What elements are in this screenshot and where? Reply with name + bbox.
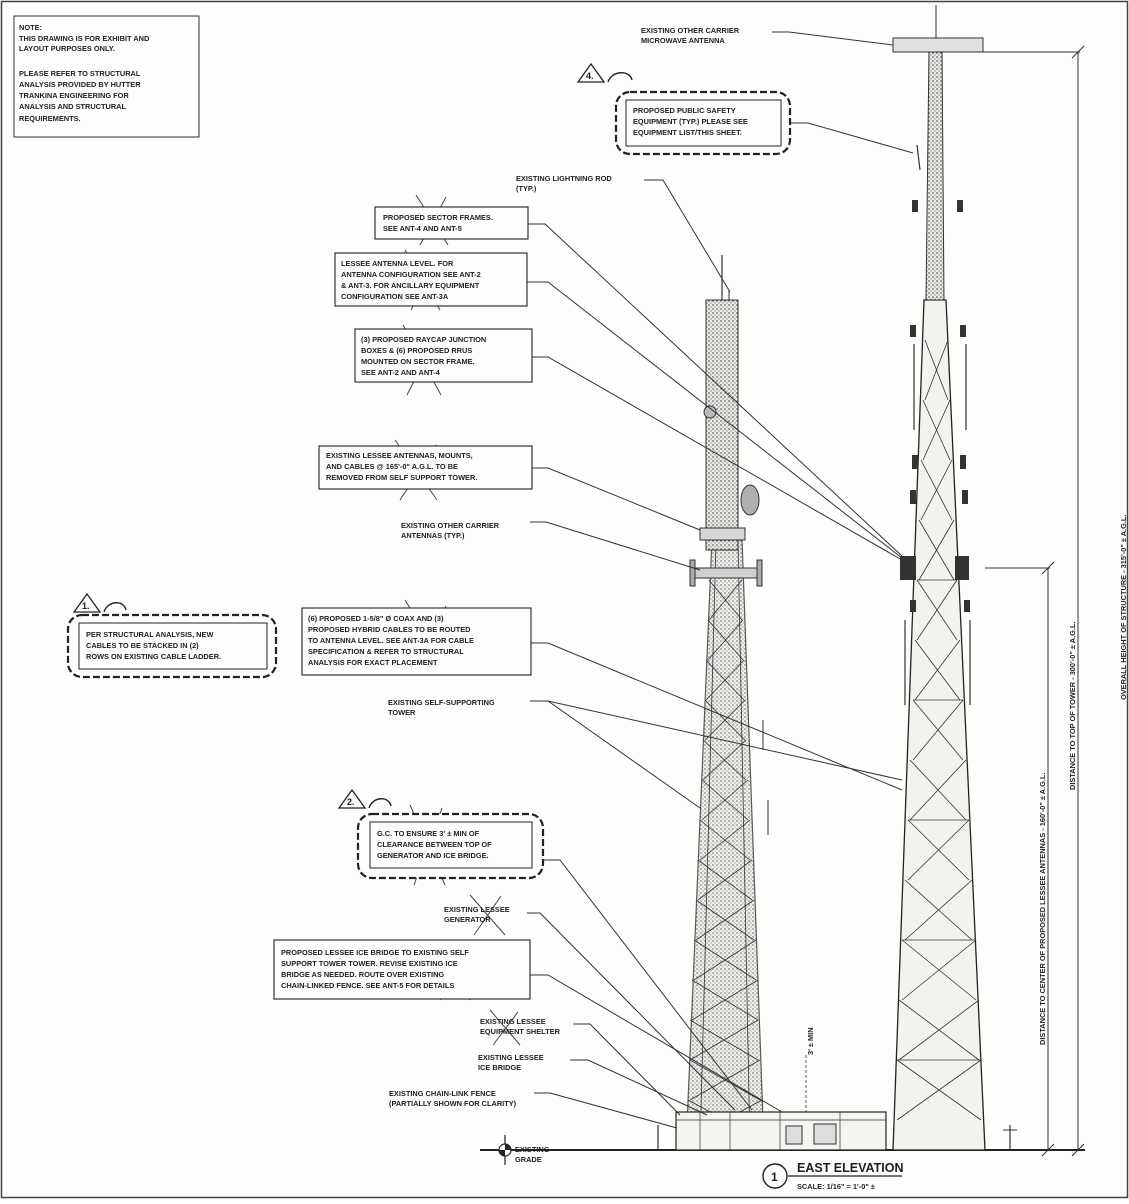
dish-antenna (703, 405, 717, 419)
svg-text:(6) PROPOSED 1-5/8" Ø COAX AND: (6) PROPOSED 1-5/8" Ø COAX AND (3) (308, 614, 444, 623)
svg-text:TO ANTENNA LEVEL. SEE ANT-3A F: TO ANTENNA LEVEL. SEE ANT-3A FOR CABLE (308, 636, 474, 645)
view-scale: SCALE: 1/16" = 1'-0" ± (797, 1182, 875, 1191)
svg-text:PER STRUCTURAL ANALYSIS, NEW: PER STRUCTURAL ANALYSIS, NEW (86, 630, 213, 639)
callout-antenna-level: LESSEE ANTENNA LEVEL. FOR ANTENNA CONFIG… (334, 252, 528, 307)
revision-triangle-2: 2. (337, 788, 392, 809)
svg-text:SEE ANT-4 AND ANT-5: SEE ANT-4 AND ANT-5 (383, 224, 462, 233)
svg-text:ANALYSIS FOR EXACT PLACEMENT: ANALYSIS FOR EXACT PLACEMENT (308, 658, 438, 667)
note-line: LAYOUT PURPOSES ONLY. (19, 44, 115, 53)
note-title: NOTE: (19, 23, 42, 32)
svg-text:PROPOSED SECTOR FRAMES.: PROPOSED SECTOR FRAMES. (383, 213, 493, 222)
svg-text:PROPOSED PUBLIC SAFETY: PROPOSED PUBLIC SAFETY (633, 106, 736, 115)
svg-text:SPECIFICATION & REFER TO STRUC: SPECIFICATION & REFER TO STRUCTURAL (308, 647, 464, 656)
cloud-public-safety: PROPOSED PUBLIC SAFETY EQUIPMENT (TYP.) … (614, 90, 792, 156)
svg-text:MICROWAVE ANTENNA: MICROWAVE ANTENNA (641, 36, 725, 45)
svg-text:CLEARANCE BETWEEN TOP OF: CLEARANCE BETWEEN TOP OF (377, 840, 492, 849)
svg-text:SEE ANT-2 AND ANT-4: SEE ANT-2 AND ANT-4 (361, 368, 441, 377)
view-title: EAST ELEVATION (797, 1161, 904, 1175)
callout-coax: (6) PROPOSED 1-5/8" Ø COAX AND (3) PROPO… (301, 607, 532, 676)
dish-antenna (740, 484, 760, 516)
svg-text:PROPOSED HYBRID CABLES TO BE R: PROPOSED HYBRID CABLES TO BE ROUTED (308, 625, 471, 634)
dim-top-of-tower: DISTANCE TO TOP OF TOWER - 300'-0" ± A.G… (1068, 621, 1077, 790)
note-line: ANALYSIS AND STRUCTURAL (19, 102, 127, 111)
leader-lines (527, 31, 914, 1129)
svg-text:ICE BRIDGE: ICE BRIDGE (478, 1063, 521, 1072)
dim-center-antennas: DISTANCE TO CENTER OF PROPOSED LESSEE AN… (1038, 772, 1047, 1045)
svg-text:G.C. TO ENSURE 3' ± MIN OF: G.C. TO ENSURE 3' ± MIN OF (377, 829, 480, 838)
base-compound (657, 1055, 1017, 1151)
microwave-antenna (892, 37, 984, 53)
equipment-shelter (675, 1111, 887, 1151)
revision-triangle-1: 1. (72, 592, 127, 613)
svg-text:AND CABLES @ 165'-0" A.G.L. TO: AND CABLES @ 165'-0" A.G.L. TO BE (326, 462, 458, 471)
view-number-bubble (762, 1163, 788, 1189)
note-line: REQUIREMENTS. (19, 114, 81, 123)
svg-text:BOXES & (6) PROPOSED RRUS: BOXES & (6) PROPOSED RRUS (361, 346, 472, 355)
svg-text:& ANT-3. FOR ANCILLARY EQUIPME: & ANT-3. FOR ANCILLARY EQUIPMENT (341, 281, 480, 290)
revision-triangle-4: 4. (576, 62, 633, 83)
svg-text:(3) PROPOSED RAYCAP JUNCTION: (3) PROPOSED RAYCAP JUNCTION (361, 335, 486, 344)
antenna-mount (692, 567, 760, 579)
svg-text:TOWER: TOWER (388, 708, 416, 717)
svg-text:EXISTING LESSEE: EXISTING LESSEE (478, 1053, 544, 1062)
svg-text:2.: 2. (347, 797, 355, 807)
svg-text:EXISTING CHAIN-LINK FENCE: EXISTING CHAIN-LINK FENCE (389, 1089, 496, 1098)
svg-text:GENERATOR: GENERATOR (444, 915, 491, 924)
svg-text:EXISTING LESSEE: EXISTING LESSEE (444, 905, 510, 914)
svg-text:CABLES TO BE STACKED IN (2): CABLES TO BE STACKED IN (2) (86, 641, 199, 650)
title-block: 1 EAST ELEVATION SCALE: 1/16" = 1'-0" ± (762, 1161, 904, 1191)
svg-text:EXISTING OTHER CARRIER: EXISTING OTHER CARRIER (401, 521, 500, 530)
cloud-gc-note: G.C. TO ENSURE 3' ± MIN OF CLEARANCE BET… (356, 812, 545, 880)
grade-label: EXISTING (515, 1145, 550, 1154)
svg-text:(TYP.): (TYP.) (516, 184, 537, 193)
clearance-label: 3' ± MIN (806, 1027, 815, 1055)
svg-text:ROWS ON EXISTING CABLE LADDER.: ROWS ON EXISTING CABLE LADDER. (86, 652, 221, 661)
svg-text:CHAIN-LINKED FENCE. SEE ANT-5: CHAIN-LINKED FENCE. SEE ANT-5 FOR DETAIL… (281, 981, 454, 990)
dim-overall-height: OVERALL HEIGHT OF STRUCTURE - 315'-0" ± … (1119, 515, 1128, 700)
note-line: PLEASE REFER TO STRUCTURAL (19, 69, 141, 78)
svg-text:GENERATOR AND ICE BRIDGE.: GENERATOR AND ICE BRIDGE. (377, 851, 489, 860)
svg-text:BRIDGE AS NEEDED. ROUTE OVER E: BRIDGE AS NEEDED. ROUTE OVER EXISTING (281, 970, 444, 979)
callout-raycap: (3) PROPOSED RAYCAP JUNCTION BOXES & (6)… (354, 328, 533, 383)
svg-text:ANTENNAS (TYP.): ANTENNAS (TYP.) (401, 531, 465, 540)
note-line: ANALYSIS PROVIDED BY HUTTER (19, 80, 141, 89)
svg-text:LESSEE ANTENNA LEVEL. FOR: LESSEE ANTENNA LEVEL. FOR (341, 259, 454, 268)
svg-text:ANTENNA CONFIGURATION SEE ANT-: ANTENNA CONFIGURATION SEE ANT-2 (341, 270, 481, 279)
cloud-cable-note: PER STRUCTURAL ANALYSIS, NEW CABLES TO B… (66, 613, 278, 679)
svg-text:MOUNTED ON SECTOR FRAME.: MOUNTED ON SECTOR FRAME. (361, 357, 475, 366)
svg-text:EXISTING LESSEE ANTENNAS, MOUN: EXISTING LESSEE ANTENNAS, MOUNTS, (326, 451, 473, 460)
svg-text:EQUIPMENT LIST/THIS SHEET.: EQUIPMENT LIST/THIS SHEET. (633, 128, 742, 137)
note-line: THIS DRAWING IS FOR EXHIBIT AND (19, 34, 150, 43)
svg-text:4.: 4. (586, 71, 594, 81)
svg-text:EXISTING SELF-SUPPORTING: EXISTING SELF-SUPPORTING (388, 698, 495, 707)
svg-text:REMOVED FROM SELF SUPPORT TOWE: REMOVED FROM SELF SUPPORT TOWER. (326, 473, 477, 482)
callout-ice-bridge-proposed: PROPOSED LESSEE ICE BRIDGE TO EXISTING S… (273, 939, 531, 1000)
svg-text:CONFIGURATION SEE ANT-3A: CONFIGURATION SEE ANT-3A (341, 292, 449, 301)
note-line: TRANKINA ENGINEERING FOR (19, 91, 129, 100)
callout-existing-antennas: EXISTING LESSEE ANTENNAS, MOUNTS, AND CA… (318, 445, 533, 490)
view-number: 1 (771, 1170, 778, 1184)
dimension-lines (980, 45, 1085, 1157)
note-box: NOTE: THIS DRAWING IS FOR EXHIBIT AND LA… (13, 15, 200, 138)
svg-text:PROPOSED LESSEE ICE BRIDGE TO: PROPOSED LESSEE ICE BRIDGE TO EXISTING S… (281, 948, 469, 957)
grade-label: GRADE (515, 1155, 542, 1164)
svg-text:EXISTING LIGHTNING ROD: EXISTING LIGHTNING ROD (516, 174, 612, 183)
svg-text:EQUIPMENT (TYP.) PLEASE SEE: EQUIPMENT (TYP.) PLEASE SEE (633, 117, 748, 126)
callout-sector-frames: PROPOSED SECTOR FRAMES. SEE ANT-4 AND AN… (374, 206, 529, 240)
svg-text:EQUIPMENT SHELTER: EQUIPMENT SHELTER (480, 1027, 561, 1036)
svg-text:(PARTIALLY SHOWN FOR CLARITY): (PARTIALLY SHOWN FOR CLARITY) (389, 1099, 517, 1108)
plain-labels: EXISTING OTHER CARRIER MICROWAVE ANTENNA… (388, 26, 740, 1108)
svg-text:EXISTING OTHER CARRIER: EXISTING OTHER CARRIER (641, 26, 740, 35)
right-tower (892, 5, 986, 1151)
svg-text:1.: 1. (82, 601, 90, 611)
svg-text:EXISTING LESSEE: EXISTING LESSEE (480, 1017, 546, 1026)
left-tower (685, 255, 769, 1149)
grade-symbol: EXISTING GRADE (490, 1135, 550, 1165)
svg-text:SUPPORT TOWER TOWER. REVISE EX: SUPPORT TOWER TOWER. REVISE EXISTING ICE (281, 959, 458, 968)
